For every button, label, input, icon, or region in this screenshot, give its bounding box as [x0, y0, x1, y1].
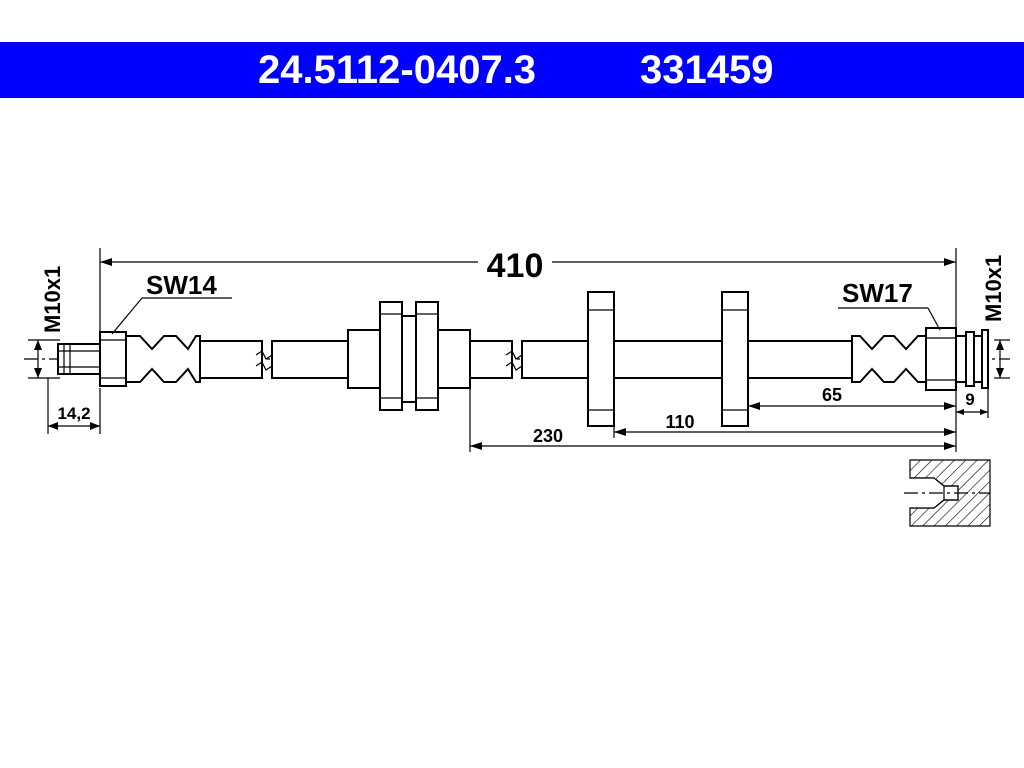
dimension-65: 65: [748, 385, 956, 410]
right-fitting: M10x1: [851, 255, 1010, 391]
center-bracket: [347, 301, 471, 411]
left-thread-dimension: M10x1: [28, 266, 65, 379]
dimension-230: 230: [469, 388, 956, 452]
left-fitting: [57, 331, 201, 387]
left-wrench-size: SW14: [146, 270, 217, 300]
dimension-9-label: 9: [965, 390, 974, 409]
left-length-dimension: 14,2: [47, 378, 101, 434]
right-thread-label: M10x1: [981, 255, 1006, 322]
part-number: 24.5112-0407.3: [258, 48, 537, 92]
sw17-callout: SW17: [838, 278, 941, 331]
dimension-230-label: 230: [533, 426, 563, 446]
port-section-detail: [904, 459, 991, 527]
left-length-label: 14,2: [57, 404, 90, 423]
hose: [199, 340, 853, 379]
overall-length-dimension: 410: [99, 247, 957, 332]
right-wrench-size: SW17: [842, 278, 913, 308]
clip-bracket-2: [721, 291, 749, 427]
dimension-110-label: 110: [665, 412, 694, 432]
dimension-9: 9: [955, 388, 989, 452]
reference-number: 331459: [640, 48, 774, 92]
sw14-callout: SW14: [111, 270, 232, 335]
left-thread-label: M10x1: [40, 266, 65, 333]
overall-length-label: 410: [487, 247, 544, 285]
dimension-110: 110: [613, 412, 956, 438]
title-bar: 24.5112-0407.3 331459: [0, 42, 1024, 98]
clip-bracket-1: [587, 291, 615, 427]
dimension-65-label: 65: [822, 385, 842, 405]
